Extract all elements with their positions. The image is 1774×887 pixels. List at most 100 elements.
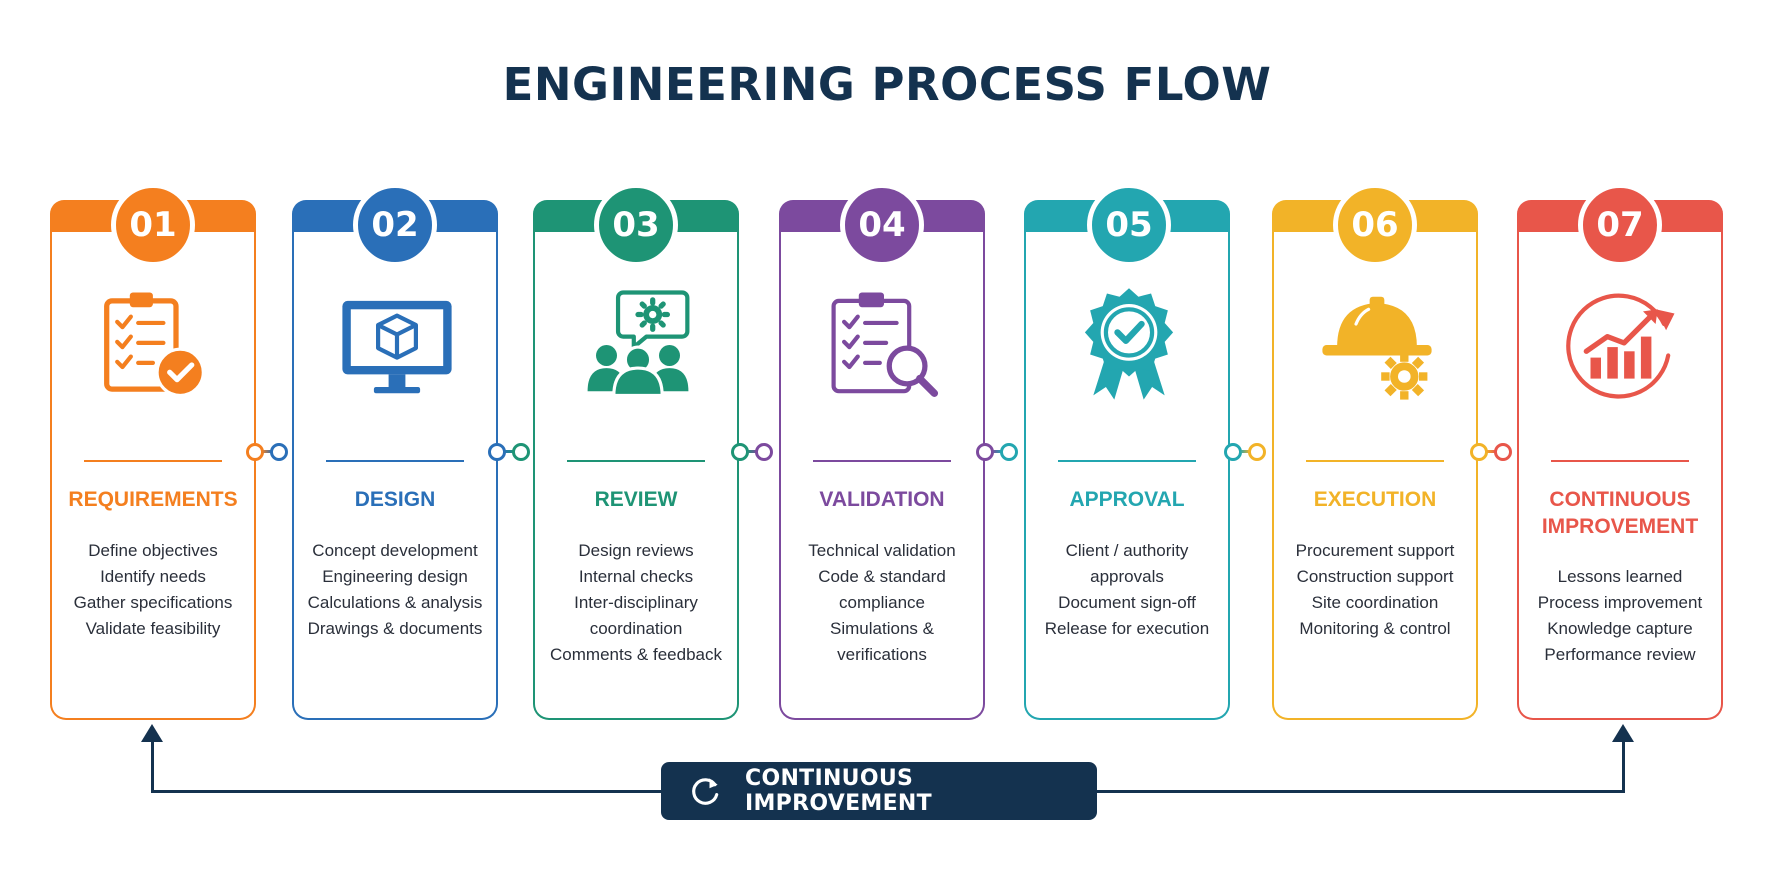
card-divider	[1551, 460, 1689, 462]
step-item-list: Procurement support Construction support…	[1274, 538, 1476, 642]
step-card-approval: APPROVAL Client / authority approvals Do…	[1024, 200, 1230, 720]
step-card-requirements: REQUIREMENTS Define objectives Identify …	[50, 200, 256, 720]
loop-arrow-right	[1612, 724, 1634, 742]
approval-badge-icon	[1066, 282, 1192, 408]
step-number-badge: 05	[1087, 183, 1171, 267]
step-heading-line: CONTINUOUS	[1549, 488, 1691, 511]
step-number-badge: 01	[111, 183, 195, 267]
step-number-badge: 04	[840, 183, 924, 267]
monitor-cube-icon	[334, 282, 460, 408]
step-item-list: Design reviews Internal checks Inter-dis…	[535, 538, 737, 668]
connector-dot	[1248, 443, 1266, 461]
step-connector	[1470, 443, 1530, 461]
connector-line	[992, 450, 1002, 453]
list-item: Performance review	[1544, 645, 1696, 664]
hard-hat-gear-icon	[1314, 282, 1440, 408]
list-item: Procurement support	[1295, 541, 1455, 560]
connector-line	[262, 450, 272, 453]
step-number-badge: 06	[1333, 183, 1417, 267]
list-item: Comments & feedback	[550, 645, 722, 664]
step-heading: CONTINUOUS IMPROVEMENT	[1519, 486, 1721, 540]
card-divider	[1306, 460, 1444, 462]
step-number-badge: 07	[1578, 183, 1662, 267]
step-heading: REVIEW	[594, 488, 678, 511]
loop-arrow-left	[141, 724, 163, 742]
step-item-list: Define objectives Identify needs Gather …	[52, 538, 254, 642]
list-item: Site coordination	[1311, 593, 1439, 612]
loop-line-right-vertical	[1622, 740, 1625, 793]
growth-chart-icon	[1559, 282, 1685, 408]
refresh-icon	[687, 773, 723, 809]
list-item: Calculations & analysis	[307, 593, 483, 612]
list-item: Simulations &	[830, 619, 934, 638]
team-gear-icon	[575, 282, 701, 408]
connector-line	[1486, 450, 1496, 453]
step-heading: DESIGN	[354, 488, 436, 511]
connector-line	[504, 450, 514, 453]
connector-dot	[755, 443, 773, 461]
list-item: Lessons learned	[1557, 567, 1683, 586]
card-divider	[326, 460, 464, 462]
step-heading: EXECUTION	[1313, 488, 1437, 511]
list-item: compliance	[839, 593, 925, 612]
list-item: Identify needs	[100, 567, 206, 586]
step-item-list: Lessons learned Process improvement Know…	[1519, 564, 1721, 668]
clipboard-magnifier-icon	[821, 282, 947, 408]
step-heading: VALIDATION	[819, 488, 945, 511]
step-item-list: Client / authority approvals Document si…	[1026, 538, 1228, 642]
list-item: approvals	[1090, 567, 1164, 586]
connector-dot	[1000, 443, 1018, 461]
card-divider	[567, 460, 705, 462]
step-heading: REQUIREMENTS	[68, 488, 238, 511]
card-divider	[1058, 460, 1196, 462]
list-item: Release for execution	[1044, 619, 1210, 638]
connector-line	[747, 450, 757, 453]
list-item: Internal checks	[578, 567, 694, 586]
step-item-list: Technical validation Code & standard com…	[781, 538, 983, 668]
list-item: Document sign-off	[1058, 593, 1196, 612]
list-item: coordination	[589, 619, 683, 638]
list-item: Technical validation	[808, 541, 956, 560]
step-card-validation: VALIDATION Technical validation Code & s…	[779, 200, 985, 720]
list-item: Drawings & documents	[307, 619, 483, 638]
clipboard-checklist-icon	[92, 282, 218, 408]
list-item: Define objectives	[88, 541, 218, 560]
connector-dot	[512, 443, 530, 461]
list-item: Validate feasibility	[85, 619, 221, 638]
list-item: verifications	[837, 645, 927, 664]
list-item: Monitoring & control	[1299, 619, 1451, 638]
connector-dot	[1494, 443, 1512, 461]
step-number-badge: 03	[594, 183, 678, 267]
step-card-design: DESIGN Concept development Engineering d…	[292, 200, 498, 720]
step-heading-line: IMPROVEMENT	[1541, 515, 1699, 538]
list-item: Code & standard	[818, 567, 946, 586]
step-card-review: REVIEW Design reviews Internal checks In…	[533, 200, 739, 720]
step-connector	[488, 443, 548, 461]
list-item: Knowledge capture	[1547, 619, 1693, 638]
card-divider	[813, 460, 951, 462]
step-connector	[246, 443, 306, 461]
step-connector	[976, 443, 1036, 461]
step-item-list: Concept development Engineering design C…	[294, 538, 496, 642]
step-connector	[731, 443, 791, 461]
list-item: Gather specifications	[73, 593, 233, 612]
step-heading: APPROVAL	[1069, 488, 1185, 511]
continuous-improvement-label: CONTINUOUS IMPROVEMENT	[745, 766, 932, 816]
list-item: Inter-disciplinary	[574, 593, 698, 612]
card-divider	[84, 460, 222, 462]
continuous-improvement-banner: CONTINUOUS IMPROVEMENT	[661, 762, 1097, 820]
list-item: Process improvement	[1537, 593, 1703, 612]
list-item: Construction support	[1296, 567, 1454, 586]
page-title: ENGINEERING PROCESS FLOW	[502, 58, 1272, 111]
step-card-execution: EXECUTION Procurement support Constructi…	[1272, 200, 1478, 720]
list-item: Design reviews	[578, 541, 694, 560]
step-number-badge: 02	[353, 183, 437, 267]
step-connector	[1224, 443, 1284, 461]
loop-line-left-vertical	[151, 740, 154, 793]
connector-line	[1240, 450, 1250, 453]
list-item: Engineering design	[322, 567, 468, 586]
list-item: Client / authority	[1065, 541, 1189, 560]
connector-dot	[270, 443, 288, 461]
step-card-continuous-improvement: CONTINUOUS IMPROVEMENT Lessons learned P…	[1517, 200, 1723, 720]
list-item: Concept development	[312, 541, 478, 560]
